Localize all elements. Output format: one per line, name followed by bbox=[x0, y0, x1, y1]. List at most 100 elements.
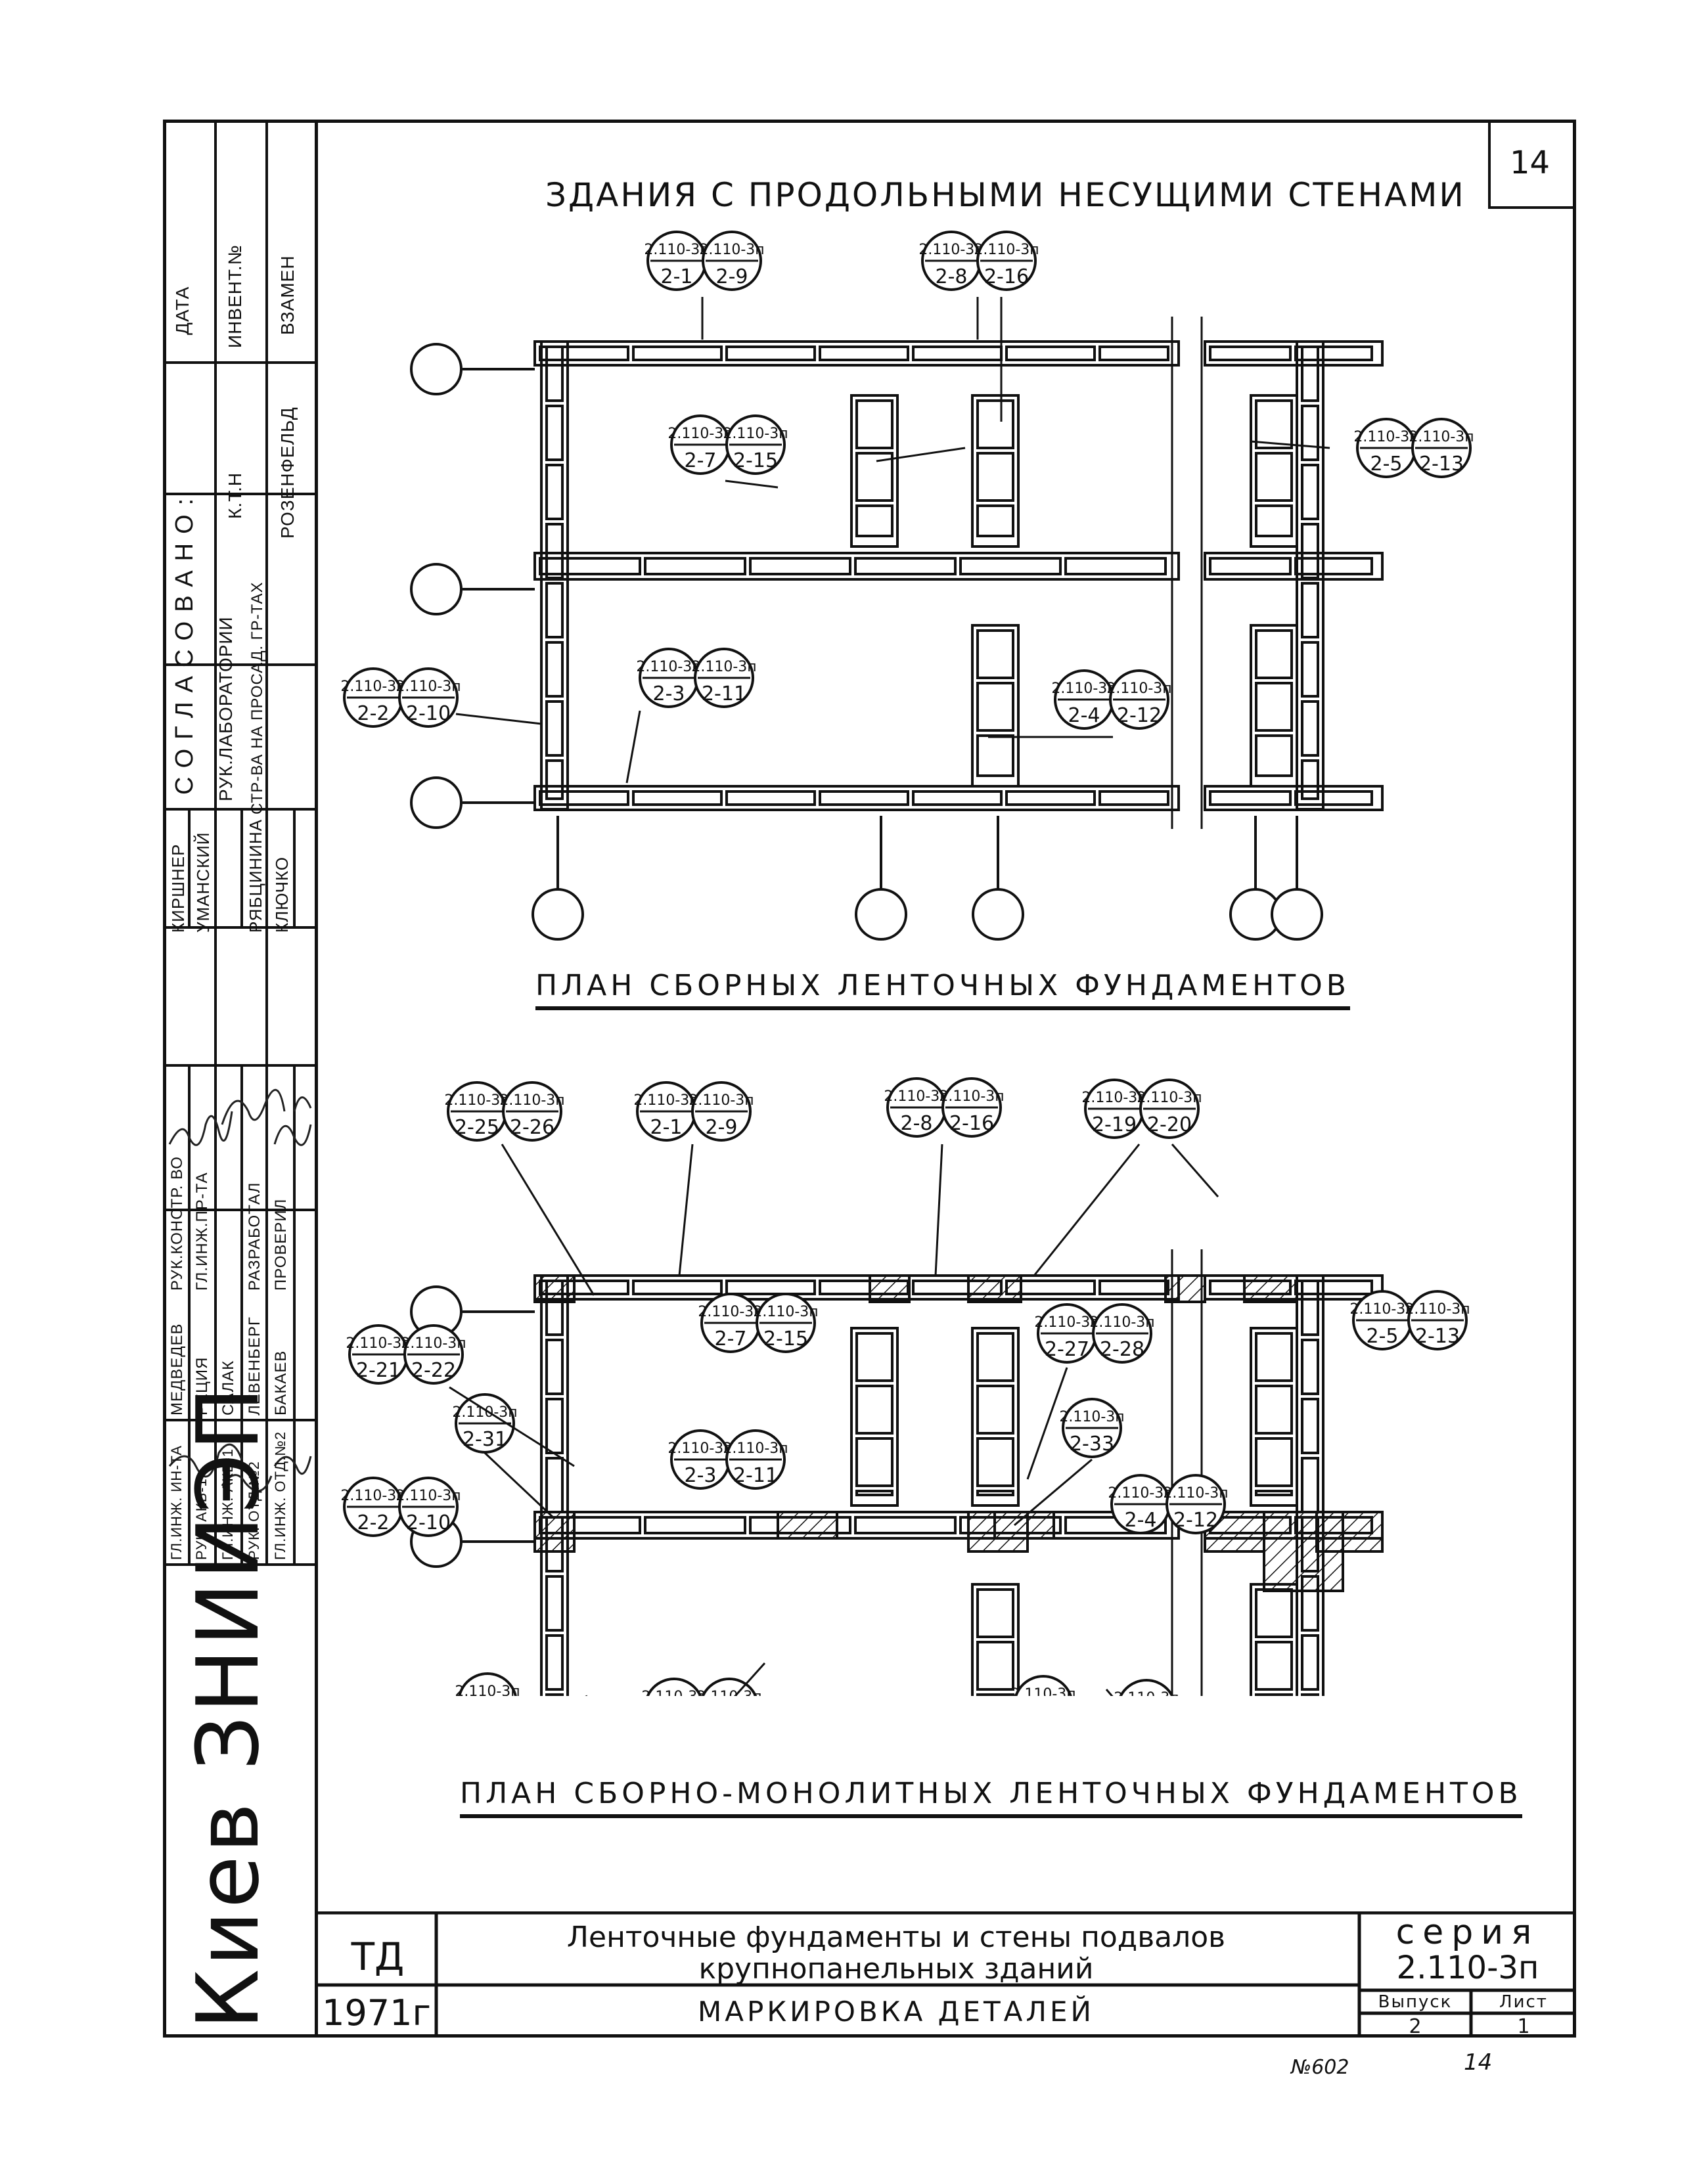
marker-series-text: 2.110-3п bbox=[696, 1689, 761, 1696]
sheet-number-box bbox=[1488, 120, 1576, 209]
stamp-name-umanskiy: УМАНСКИЙ bbox=[193, 832, 213, 933]
foundation-block bbox=[545, 405, 564, 461]
marker-detail-text: 2-11 bbox=[733, 1464, 778, 1487]
detail-marker: 2.110-3п2-30 bbox=[455, 1672, 520, 1696]
marker-series-text: 2.110-3п bbox=[401, 1335, 466, 1352]
marker-series-text: 2.110-3п bbox=[636, 659, 701, 675]
leader-line bbox=[1026, 1367, 1068, 1480]
wall-band bbox=[971, 1327, 1020, 1507]
foundation-block bbox=[1064, 557, 1167, 575]
detail-marker: 2.110-3п2-72.110-3п2-15 bbox=[667, 414, 788, 475]
detail-marker: 2.110-3п2-172.110-3п2-18 bbox=[641, 1678, 762, 1696]
title-block-title-line2: крупнопанельных зданий bbox=[698, 1952, 1094, 1986]
foundation-block bbox=[725, 1280, 816, 1295]
axis-bubble bbox=[410, 343, 463, 395]
foundation-block bbox=[545, 1339, 564, 1395]
foundation-block bbox=[1301, 759, 1319, 800]
leader-line bbox=[484, 1452, 556, 1520]
marker-series-text: 2.110-3п bbox=[641, 1689, 706, 1696]
stamp-institute: Киев ЗНИИЭП bbox=[178, 1384, 278, 2030]
detail-marker: 2.110-3п2-252.110-3п2-26 bbox=[444, 1081, 565, 1142]
stamp-role-ruk-konstr: РУК.КОНСТР. ВО bbox=[168, 1156, 186, 1291]
wall-band bbox=[533, 340, 1180, 367]
foundation-block bbox=[539, 345, 629, 361]
marker-series-text: 2.110-3п bbox=[1163, 1485, 1228, 1502]
foundation-block bbox=[545, 700, 564, 757]
title-block-title-line1: Ленточные фундаменты и стены подвалов bbox=[566, 1921, 1226, 1954]
wall-band bbox=[1250, 1583, 1298, 1696]
marker-series-text: 2.110-3п bbox=[1409, 429, 1474, 445]
foundation-block bbox=[976, 682, 1014, 732]
axis-bubble bbox=[1271, 888, 1323, 941]
detail-marker: 2.110-3п2-52.110-3п2-13 bbox=[1353, 418, 1474, 478]
foundation-block bbox=[976, 452, 1014, 502]
stamp-role-gl-inzh-pr: ГЛ.ИНЖ.ПР-ТА bbox=[193, 1172, 211, 1291]
wall-band bbox=[533, 1274, 1180, 1301]
side-stamp-grid bbox=[163, 120, 318, 1566]
detail-marker: 2.110-3п2-29 bbox=[1114, 1679, 1179, 1696]
foundation-block bbox=[976, 1693, 1014, 1696]
marker-series-text: 2.110-3п bbox=[1405, 1301, 1470, 1318]
foundation-block bbox=[1255, 399, 1293, 449]
wall-band bbox=[971, 394, 1020, 548]
marker-series-text: 2.110-3п bbox=[499, 1092, 564, 1109]
foundation-block bbox=[855, 1437, 894, 1487]
foundation-block bbox=[1255, 1490, 1293, 1496]
foundation-block bbox=[1255, 1437, 1293, 1487]
marker-circle bbox=[1014, 1675, 1072, 1696]
foundation-block bbox=[644, 1516, 746, 1534]
foundation-block bbox=[545, 464, 564, 520]
foundation-block bbox=[1098, 790, 1169, 806]
marker-series-text: 2.110-3п bbox=[723, 1440, 788, 1457]
foundation-block bbox=[1301, 700, 1319, 757]
foundation-block bbox=[632, 790, 723, 806]
marker-detail-text: 2-7 bbox=[685, 449, 717, 472]
foundation-block bbox=[819, 345, 909, 361]
stamp-col-date: ДАТА bbox=[172, 286, 192, 335]
foundation-block bbox=[1301, 582, 1319, 638]
foundation-block bbox=[1098, 345, 1169, 361]
foundation-block bbox=[545, 1457, 564, 1513]
marker-detail-text: 2-3 bbox=[653, 682, 685, 705]
marker-series-text: 2.110-3п bbox=[753, 1304, 818, 1320]
foundation-block bbox=[1301, 1693, 1319, 1696]
detail-marker: 2.110-3п2-22.110-3п2-10 bbox=[340, 1477, 461, 1537]
foundation-block bbox=[1098, 1280, 1169, 1295]
marker-detail-text: 2-2 bbox=[357, 1511, 390, 1534]
title-block-subtitle: МАРКИРОВКА ДЕТАЛЕЙ bbox=[698, 1995, 1095, 2028]
foundation-block bbox=[545, 1398, 564, 1454]
marker-detail-text: 2-8 bbox=[901, 1112, 933, 1135]
foundation-block bbox=[854, 1516, 957, 1534]
marker-detail-text: 2-26 bbox=[510, 1116, 554, 1139]
marker-series-text: 2.110-3п bbox=[1137, 1090, 1202, 1106]
marker-series-text: 2.110-3п bbox=[667, 1440, 733, 1457]
main-title: ЗДАНИЯ С ПРОДОЛЬНЫМИ НЕСУЩИМИ СТЕНАМИ bbox=[545, 176, 1466, 214]
plan1-strip-foundation bbox=[410, 317, 1384, 941]
foundation-block bbox=[1255, 1385, 1293, 1435]
detail-marker: 2.110-3п2-192.110-3п2-20 bbox=[1081, 1079, 1202, 1139]
marker-detail-text: 2-1 bbox=[661, 265, 693, 288]
foundation-block bbox=[855, 1332, 894, 1382]
foundation-block bbox=[545, 1575, 564, 1632]
marker-detail-text: 2-21 bbox=[356, 1359, 401, 1382]
detail-marker: 2.110-3п2-22.110-3п2-10 bbox=[340, 667, 461, 728]
detail-marker: 2.110-3п2-82.110-3п2-16 bbox=[918, 231, 1039, 291]
plan1-caption: ПЛАН СБОРНЫХ ЛЕНТОЧНЫХ ФУНДАМЕНТОВ bbox=[535, 969, 1350, 1010]
marker-series-text: 2.110-3п bbox=[918, 242, 984, 258]
foundation-block bbox=[725, 345, 816, 361]
wall-band bbox=[1250, 1327, 1298, 1507]
foundation-block bbox=[1255, 452, 1293, 502]
marker-detail-text: 2-33 bbox=[1070, 1433, 1114, 1456]
foundation-block bbox=[545, 759, 564, 800]
stamp-str-va: СТР-ВА НА ПРОСАД. ГР-ТАХ bbox=[248, 581, 266, 814]
monolithic-insert bbox=[967, 1511, 1029, 1553]
foundation-block bbox=[1209, 790, 1292, 806]
foundation-block bbox=[1255, 1693, 1293, 1696]
marker-detail-text: 2-7 bbox=[715, 1327, 747, 1350]
foundation-block bbox=[1255, 1641, 1293, 1691]
stamp-approval-header: СОГЛАСОВАНО: bbox=[171, 489, 198, 795]
axis-bubble bbox=[410, 563, 463, 615]
foundation-block bbox=[1255, 504, 1293, 537]
foundation-block bbox=[1301, 345, 1319, 402]
wall-band bbox=[1204, 785, 1384, 811]
